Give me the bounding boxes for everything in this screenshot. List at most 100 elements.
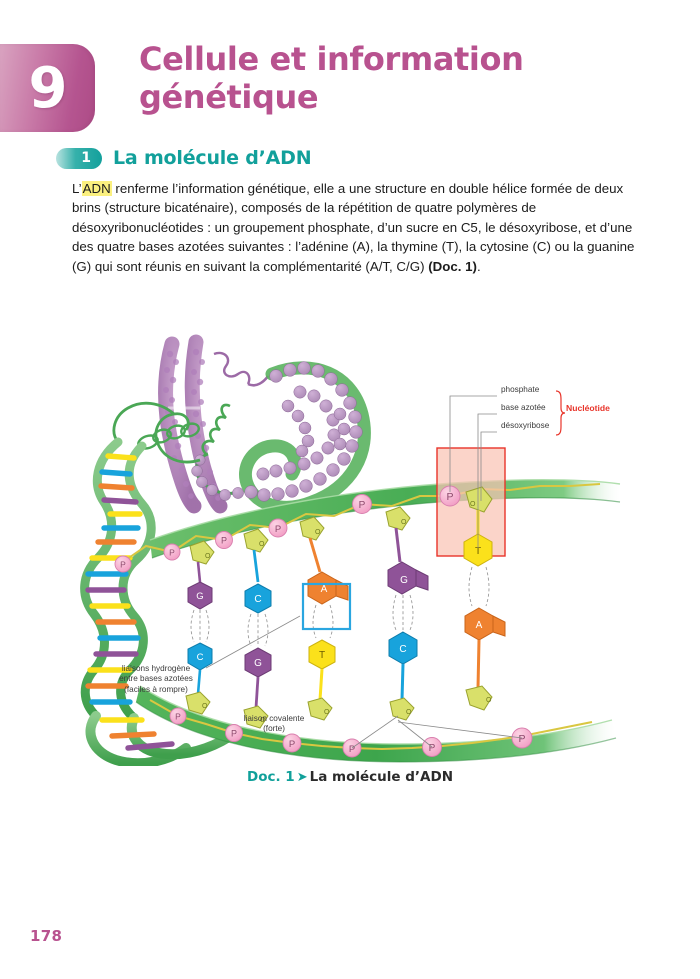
phosphate-circle: P xyxy=(163,543,181,561)
svg-text:P: P xyxy=(349,744,355,755)
phosphate-circle: P xyxy=(215,531,233,549)
sugar-top-5: O xyxy=(465,486,493,513)
section-title: La molécule d’ADN xyxy=(113,147,312,169)
base-top-5 xyxy=(463,533,493,567)
svg-text:O: O xyxy=(260,717,266,724)
paragraph-text: L’ xyxy=(72,181,82,196)
annotation-covalent-line1: liaison covalente xyxy=(243,714,305,723)
phosphate-group-top: P P P P P P xyxy=(114,485,461,573)
highlighted-term: ADN xyxy=(81,181,112,196)
svg-text:A: A xyxy=(321,584,328,595)
section-number: 1 xyxy=(81,150,91,166)
annotation-covalent-line2: (forte) xyxy=(263,724,285,734)
annotation-hydrogen-bonds: liaisons hydrogène entre bases azotées (… xyxy=(108,664,204,695)
svg-text:O: O xyxy=(406,709,412,716)
caption-arrow-icon: ➤ xyxy=(296,770,308,785)
svg-text:C: C xyxy=(254,594,261,605)
svg-text:O: O xyxy=(205,553,211,560)
sugar-top-3: O xyxy=(299,516,325,541)
svg-text:P: P xyxy=(221,536,227,546)
svg-text:P: P xyxy=(359,500,366,511)
svg-text:O: O xyxy=(202,703,208,710)
svg-text:O: O xyxy=(259,541,265,548)
sugar-bottom-5: O xyxy=(465,685,493,711)
phosphate-circle: P xyxy=(282,733,302,753)
annotation-hydrogen-line1: liaisons hydrogène xyxy=(121,664,191,673)
paragraph-text: renferme l’information génétique, elle a… xyxy=(72,181,635,274)
sugar-bottom-3: O xyxy=(307,697,333,721)
svg-text:T: T xyxy=(319,650,325,661)
svg-text:O: O xyxy=(486,697,492,704)
hydrogen-bond-highlight-box xyxy=(301,582,352,631)
svg-text:A: A xyxy=(476,620,483,631)
svg-text:P: P xyxy=(120,560,126,570)
backbone-bottom xyxy=(136,686,616,762)
base-pair-1: O G C xyxy=(185,540,215,715)
phosphate-circle: P xyxy=(225,724,243,742)
annotation-leaders-right xyxy=(449,395,497,548)
base-pair-5: O T A O xyxy=(463,486,506,711)
base-top-2 xyxy=(244,583,272,614)
phosphate-circle: P xyxy=(169,707,187,725)
svg-text:G: G xyxy=(254,658,262,669)
chapter-number: 9 xyxy=(28,55,68,121)
base-pair-2: O C G O xyxy=(243,528,272,729)
chromosome-illustration xyxy=(112,334,371,514)
chapter-title: Cellule et information génétique xyxy=(139,40,659,116)
dna-ladder: O G C xyxy=(114,447,621,763)
figure-dna-molecule: O G C xyxy=(0,296,700,766)
sugar-bottom-4: O xyxy=(389,697,415,721)
chromatin-solenoid xyxy=(239,361,371,514)
svg-text:O: O xyxy=(470,501,476,508)
backbone-chain-top xyxy=(119,483,601,565)
svg-text:G: G xyxy=(196,591,203,602)
caption-doc-number: Doc. 1 xyxy=(246,769,295,785)
base-pair-4: O G C O xyxy=(385,506,429,721)
svg-text:P: P xyxy=(169,548,175,558)
chapter-title-line1: Cellule et information xyxy=(139,40,524,78)
svg-text:P: P xyxy=(446,491,453,503)
svg-text:O: O xyxy=(401,519,407,526)
phosphate-circle: P xyxy=(114,555,132,573)
annotation-nucleotide: Nucléotide xyxy=(566,403,610,413)
annotation-leaders-left xyxy=(205,615,523,749)
svg-text:P: P xyxy=(289,739,295,750)
annotation-phosphate: phosphate xyxy=(501,385,540,394)
caption-title: La molécule d’ADN xyxy=(309,769,453,785)
dna-double-helix xyxy=(80,437,241,766)
nucleosome-chain xyxy=(112,401,244,501)
chapter-title-line2: génétique xyxy=(139,78,319,116)
annotation-desoxyribose: désoxyribose xyxy=(501,421,550,430)
page-number: 178 xyxy=(30,927,63,945)
base-top-1 xyxy=(187,581,213,610)
svg-text:P: P xyxy=(518,733,525,745)
section-heading: 1 La molécule d’ADN xyxy=(56,146,312,170)
sugar-top-4: O xyxy=(385,506,411,531)
svg-text:C: C xyxy=(399,644,406,655)
sugar-bottom-1: O xyxy=(185,691,211,715)
base-pair-3: O A T xyxy=(299,516,349,721)
chapter-header: 9 Cellule et information génétique xyxy=(0,40,700,134)
doc-reference: (Doc. 1) xyxy=(428,258,477,274)
svg-text:O: O xyxy=(324,709,330,716)
paragraph-text: . xyxy=(476,258,481,274)
sugar-bottom-2: O xyxy=(243,705,269,729)
svg-text:P: P xyxy=(231,729,237,739)
sugar-top-1: O xyxy=(189,540,215,565)
svg-text:P: P xyxy=(429,743,436,754)
annotation-hydrogen-line3: (faciles à rompre) xyxy=(124,684,188,694)
annotation-covalent-bond: liaison covalente (forte) xyxy=(226,714,322,735)
svg-text:P: P xyxy=(175,712,181,722)
body-paragraph: L’ADN renferme l’information génétique, … xyxy=(72,179,648,276)
sugar-top-2: O xyxy=(243,528,269,553)
phosphate-circle: P xyxy=(352,494,372,514)
chapter-number-badge xyxy=(0,44,95,132)
annotation-base-azotee: base azotée xyxy=(501,403,546,412)
svg-text:T: T xyxy=(475,546,481,557)
figure-caption: Doc. 1➤La molécule d’ADN xyxy=(0,766,700,785)
annotation-hydrogen-line2: entre bases azotées xyxy=(119,674,193,684)
backbone-top xyxy=(150,479,620,558)
svg-text:P: P xyxy=(275,524,281,535)
svg-text:C: C xyxy=(197,652,204,663)
